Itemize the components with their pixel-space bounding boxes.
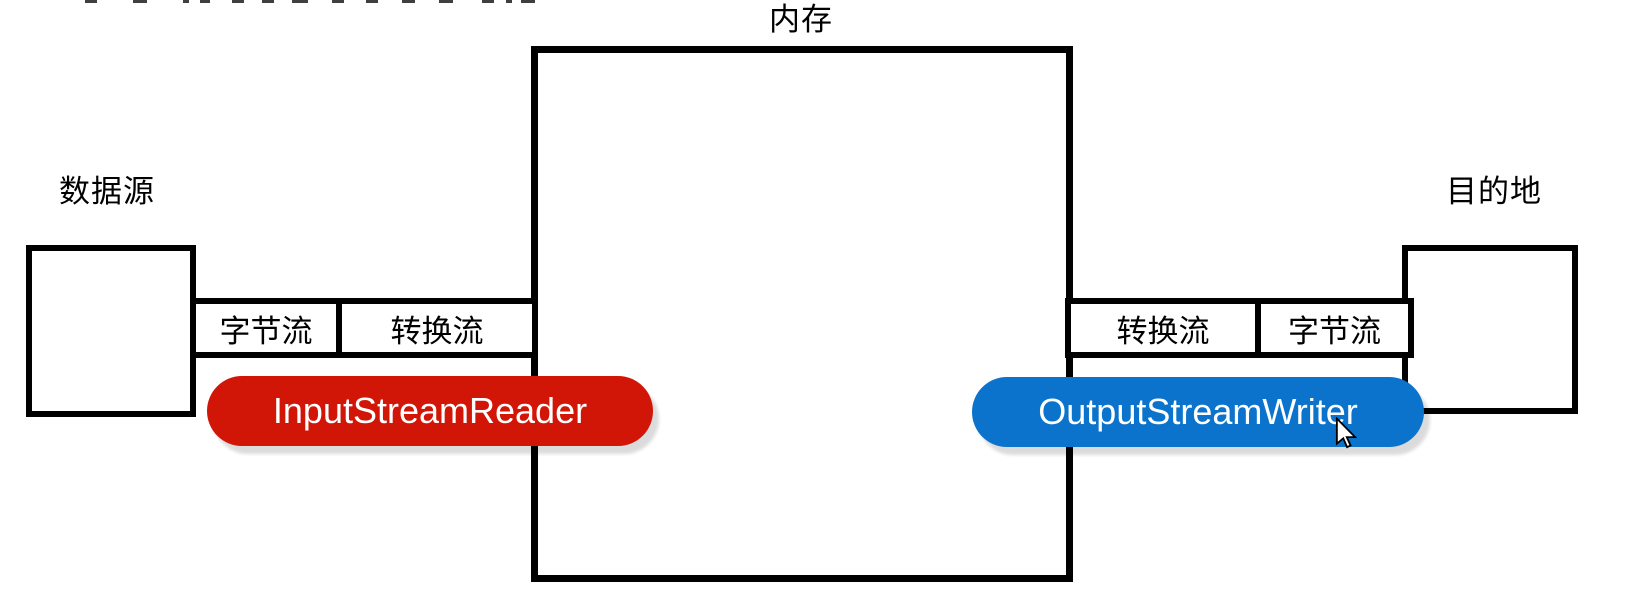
- clipped-glyph-fragment: [292, 0, 308, 3]
- clipped-glyph-fragment: [482, 0, 494, 3]
- destination-label: 目的地: [1446, 174, 1542, 209]
- left-conversion-stream-label: 转换流: [390, 313, 484, 349]
- left-byte-stream-box: 字节流: [190, 298, 342, 358]
- clipped-glyph-fragment: [183, 0, 189, 3]
- right-byte-stream-box: 字节流: [1255, 298, 1414, 358]
- input-stream-reader-label: InputStreamReader: [272, 390, 588, 431]
- memory-box: [531, 46, 1073, 582]
- clipped-glyph-fragment: [133, 0, 147, 3]
- clipped-glyph-fragment: [521, 0, 535, 3]
- output-stream-writer-pill[interactable]: OutputStreamWriter: [972, 377, 1424, 447]
- data-source-box: [26, 245, 196, 417]
- clipped-glyph-fragment: [262, 0, 274, 3]
- left-byte-stream-label: 字节流: [219, 313, 313, 349]
- data-source-label: 数据源: [59, 174, 155, 209]
- right-conversion-stream-box: 转换流: [1065, 298, 1261, 358]
- output-stream-writer-label: OutputStreamWriter: [1038, 391, 1358, 432]
- clipped-glyph-fragment: [85, 0, 97, 3]
- destination-box: [1402, 245, 1578, 414]
- clipped-glyph-fragment: [332, 0, 344, 3]
- clipped-glyph-fragment: [232, 0, 244, 3]
- clipped-glyph-fragment: [366, 0, 378, 3]
- input-stream-reader-pill[interactable]: InputStreamReader: [207, 376, 653, 446]
- clipped-glyph-fragment: [439, 0, 453, 3]
- clipped-glyph-fragment: [402, 0, 415, 3]
- right-conversion-stream-label: 转换流: [1116, 313, 1210, 349]
- memory-label: 内存: [769, 2, 833, 37]
- right-byte-stream-label: 字节流: [1288, 313, 1381, 349]
- clipped-glyph-fragment: [200, 0, 210, 3]
- left-conversion-stream-box: 转换流: [336, 298, 538, 358]
- mouse-cursor-icon: [1335, 417, 1357, 449]
- clipped-glyph-fragment: [506, 0, 512, 3]
